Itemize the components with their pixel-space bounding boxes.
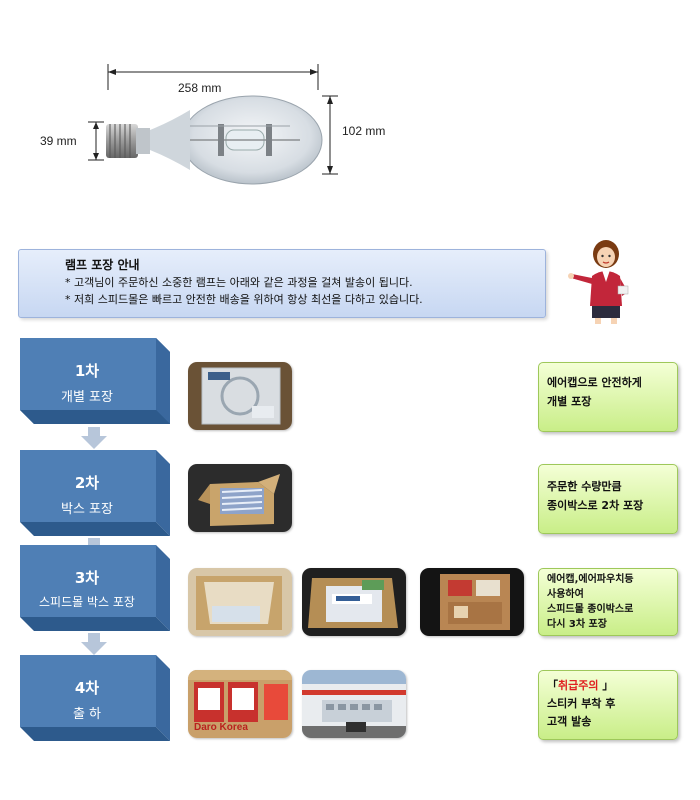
lamp-drawing	[88, 64, 338, 185]
step-number: 3차	[74, 569, 100, 587]
step-1-photo-lamp-wrapped	[188, 362, 292, 430]
step-4-banner: 4차 출 하	[20, 655, 170, 741]
down-arrow-icon	[81, 427, 107, 449]
lamp-dimension-diagram: 258 mm 102 mm 39 mm	[0, 0, 700, 220]
desc-line: 종이박스로 2차 포장	[547, 499, 644, 512]
warning-bracket-open: 「	[547, 679, 558, 692]
step-4-photo-fragile-sticker-box: Daro Korea	[188, 670, 292, 738]
step-3-banner: 3차 스피드몰 박스 포장	[20, 545, 170, 631]
step-number: 4차	[74, 679, 100, 697]
step-name: 출 하	[72, 707, 102, 722]
step-2-description: 주문한 수량만큼 종이박스로 2차 포장	[538, 464, 678, 534]
step-1-description: 에어캡으로 안전하게 개별 포장	[538, 362, 678, 432]
box-brand-text: Daro Korea	[194, 722, 248, 733]
step-2-banner: 2차 박스 포장	[20, 450, 170, 536]
desc-line: 스티커 부착 후	[547, 697, 616, 710]
step-name: 스피드몰 박스 포장	[39, 595, 135, 609]
warning-bracket-close: 」	[598, 679, 614, 692]
desc-line: 스피드몰 종이박스로	[547, 604, 634, 615]
notice-line-2: * 저희 스피드몰은 빠르고 안전한 배송을 위하여 항상 최선을 다하고 있습…	[65, 293, 423, 306]
step-name: 박스 포장	[61, 502, 113, 517]
desc-line: 에어캡,에어파우치등	[547, 574, 634, 585]
step-4-photo-building	[302, 670, 406, 738]
step-banner-shape	[20, 655, 170, 741]
desc-warning-line: 「취급주의 」	[547, 677, 669, 695]
step-3-photo-sealed-boxes	[420, 568, 524, 636]
step-3-photo-box-with-items	[302, 568, 406, 636]
step-banner-shape	[20, 450, 170, 536]
desc-line: 주문한 수량만큼	[547, 480, 622, 493]
diameter-dimension-label: 102 mm	[342, 124, 386, 138]
length-dimension-label: 258 mm	[178, 81, 222, 95]
desc-line: 사용하여	[547, 589, 584, 600]
desc-line: 개별 포장	[547, 395, 592, 408]
desc-line: 다시 3차 포장	[547, 619, 607, 630]
step-3-description: 에어캡,에어파우치등 사용하여 스피드몰 종이박스로 다시 3차 포장	[538, 568, 678, 636]
step-2-photo-box	[188, 464, 292, 532]
step-3-photo-empty-box	[188, 568, 292, 636]
step-1-banner: 1차 개별 포장	[20, 338, 170, 424]
step-banner-shape	[20, 338, 170, 424]
step-name: 개별 포장	[61, 390, 113, 405]
step-banner-shape	[20, 545, 170, 631]
notice-line-1: * 고객님이 주문하신 소중한 램프는 아래와 같은 과정을 걸쳐 발송이 됩니…	[65, 276, 413, 289]
packaging-notice-box: 램프 포장 안내 * 고객님이 주문하신 소중한 램프는 아래와 같은 과정을 …	[18, 249, 546, 318]
notice-title: 램프 포장 안내	[65, 258, 140, 272]
step-number: 1차	[74, 362, 100, 380]
desc-line: 에어캡으로 안전하게	[547, 376, 642, 389]
step-number: 2차	[74, 474, 100, 492]
down-arrow-icon	[81, 633, 107, 655]
guide-woman-illustration	[568, 240, 629, 324]
desc-line: 고객 발송	[547, 715, 592, 728]
step-4-description: 「취급주의 」 스티커 부착 후 고객 발송	[538, 670, 678, 740]
fragile-warning-text: 취급주의	[558, 679, 599, 692]
base-dimension-label: 39 mm	[40, 134, 77, 148]
